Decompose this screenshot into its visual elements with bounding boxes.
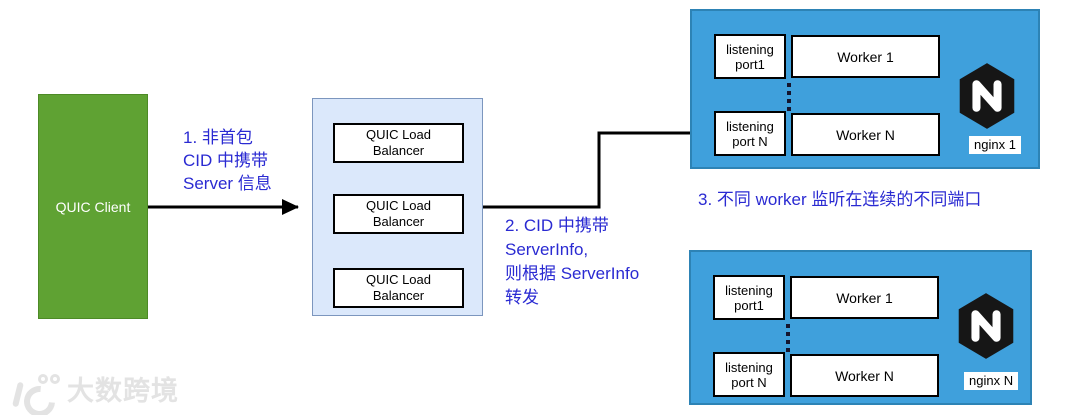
worker-first-box: Worker 1 [791,35,940,78]
listening-port-last-box: listening port N [713,352,785,397]
annotation-step2: 2. CID 中携带 ServerInfo, 则根据 ServerInfo 转发 [505,216,640,307]
annotation-step1: 1. 非首包 CID 中携带 Server 信息 [183,128,272,193]
arrow-lb-to-nginx1 [483,125,711,209]
quic-load-balancer-box: QUIC Load Balancer [333,123,464,163]
nginx-instance-label: nginx 1 [969,136,1021,154]
listening-port-last-box: listening port N [714,111,786,156]
nginx-logo-icon [959,63,1015,129]
vertical-ellipsis-icon [787,83,791,111]
listening-port-first-box: listening port1 [713,275,785,320]
watermark-logo-icon [10,373,62,415]
annotation-step3: 3. 不同 worker 监听在连续的不同端口 [698,190,982,209]
vertical-ellipsis-icon [786,324,790,352]
listening-port-first-box: listening port1 [714,34,786,79]
worker-first-box: Worker 1 [790,276,939,319]
quic-load-balancer-box: QUIC Load Balancer [333,194,464,234]
nginx-node-n: listening port1 Worker 1 listening port … [689,250,1032,405]
nginx-logo-icon [958,293,1014,359]
watermark: 大数跨境 [10,373,179,415]
quic-load-balancer-box: QUIC Load Balancer [333,268,464,308]
nginx-instance-label: nginx N [964,372,1019,390]
quic-client-label: QUIC Client [55,198,131,215]
lb-cluster-box: QUIC Load Balancer QUIC Load Balancer QU… [312,98,483,316]
worker-last-box: Worker N [790,354,939,397]
quic-client-box: QUIC Client [38,94,148,319]
watermark-text: 大数跨境 [67,376,179,407]
worker-last-box: Worker N [791,113,940,156]
nginx-node-1: listening port1 Worker 1 listening port … [690,9,1040,169]
